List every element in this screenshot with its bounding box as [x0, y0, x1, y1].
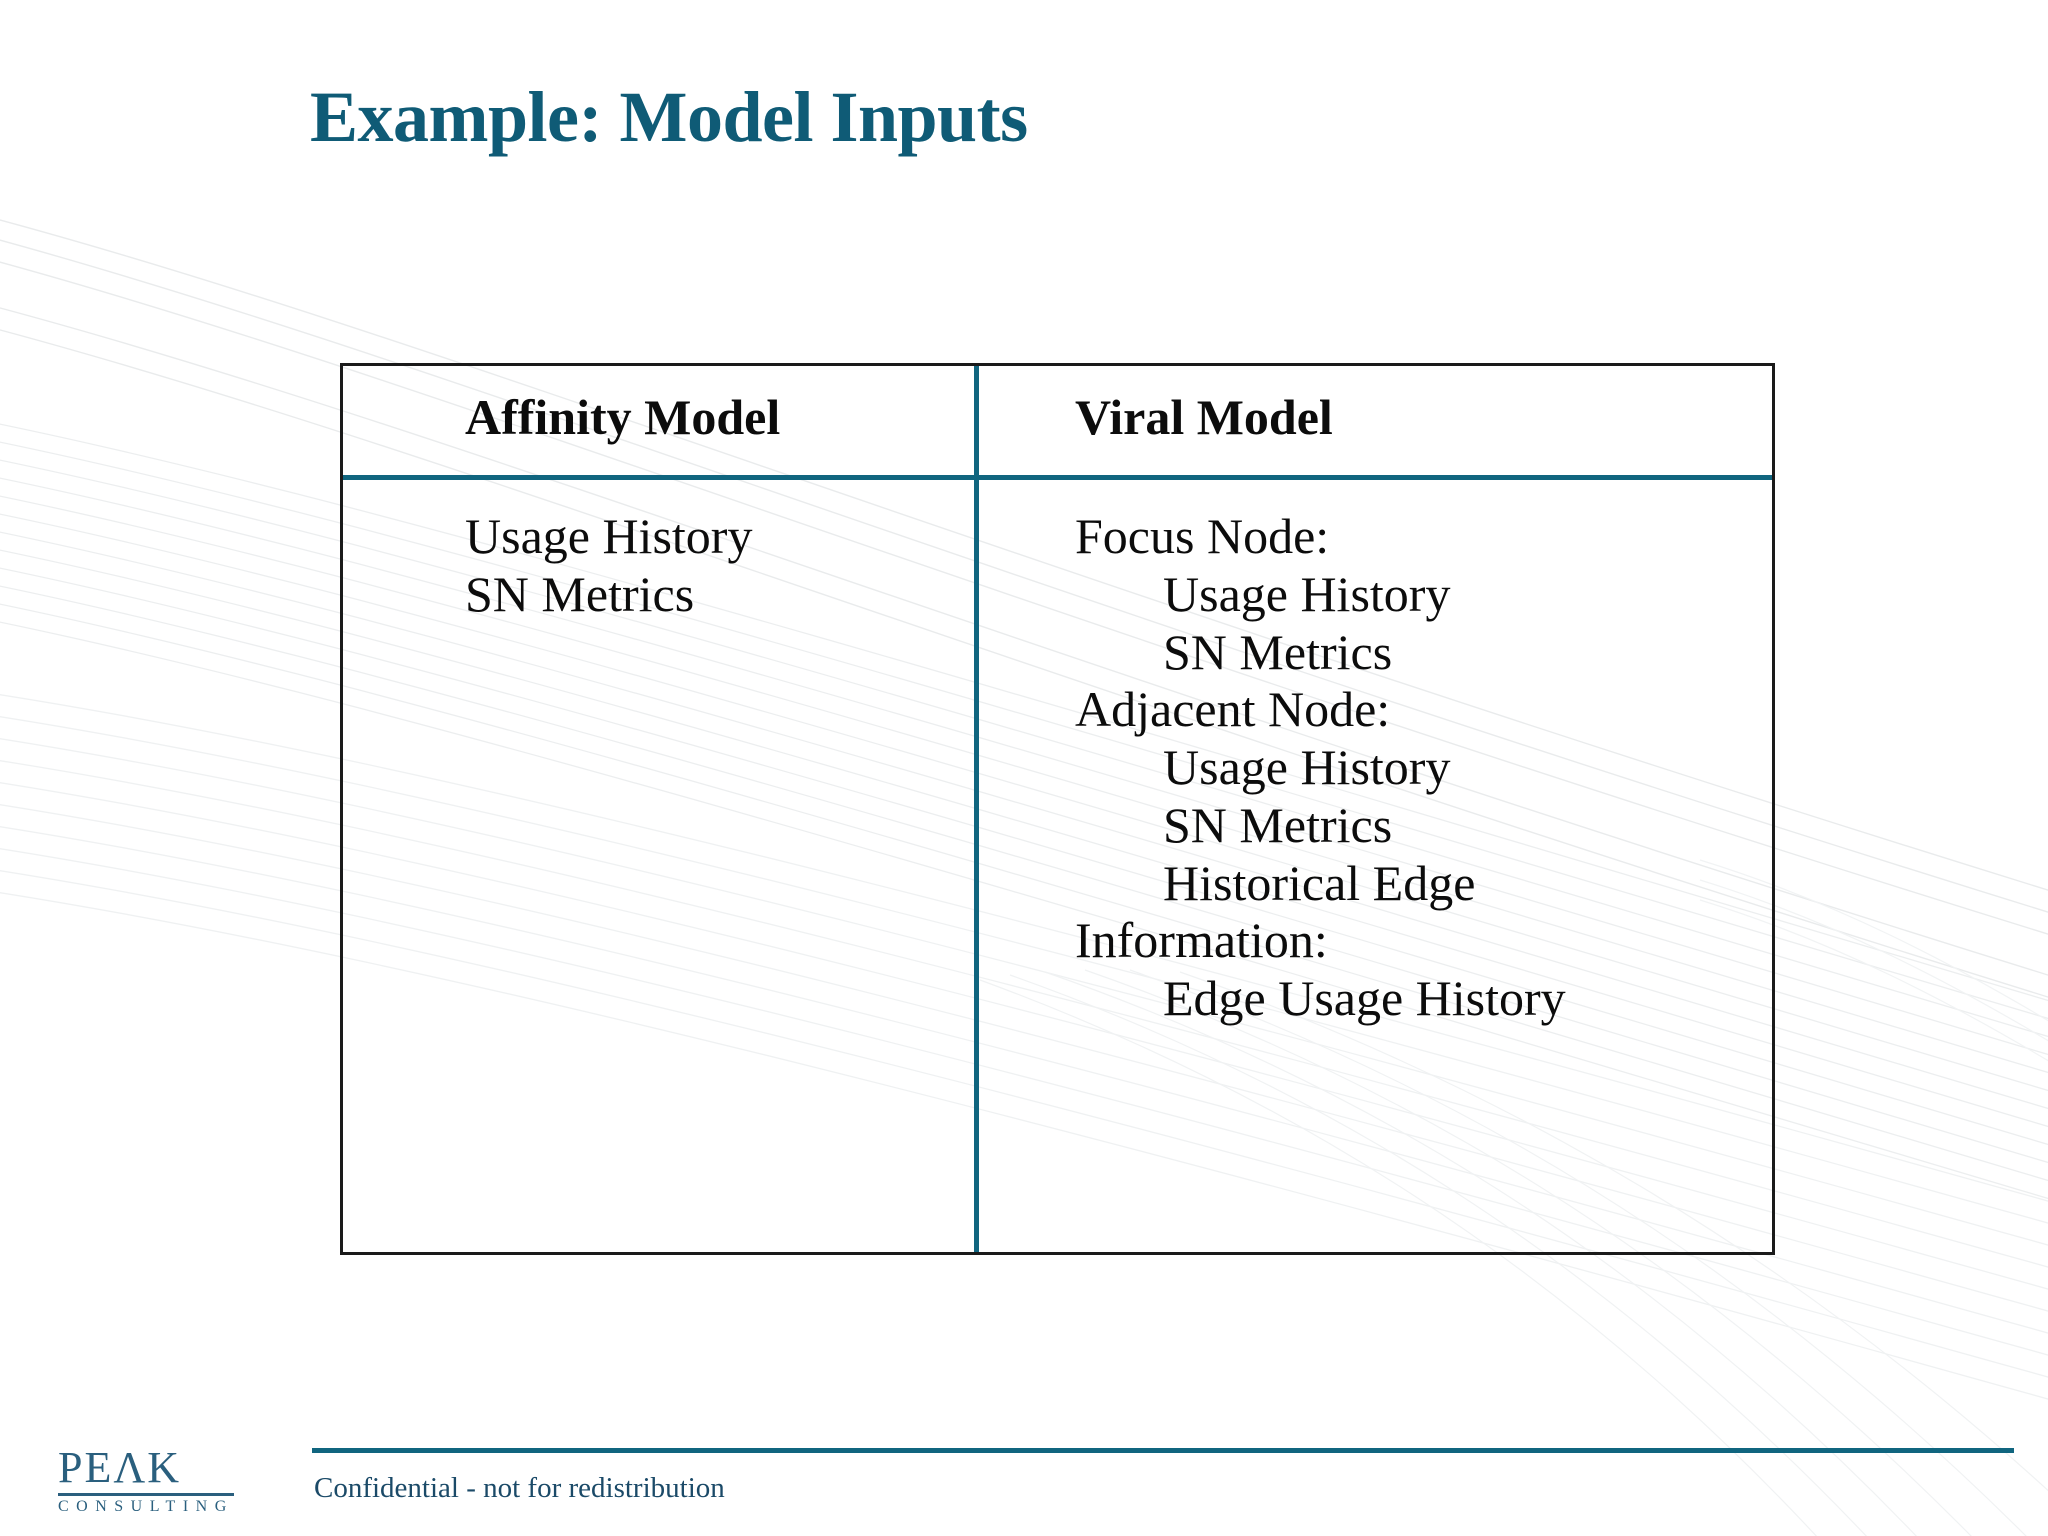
table-body-row: Usage History SN Metrics Focus Node: Usa…: [343, 480, 1772, 1252]
list-item: Adjacent Node:: [1075, 681, 1391, 738]
table-header-cell-viral: Viral Model: [979, 366, 1772, 475]
table-header-row: Affinity Model Viral Model: [343, 366, 1772, 480]
list-item: Edge Usage History: [1163, 970, 1566, 1026]
column-header-label-affinity: Affinity Model: [465, 389, 781, 445]
list-item: Usage History: [1163, 565, 1451, 622]
logo-underline-rule: [58, 1493, 234, 1496]
logo-subtitle: CONSULTING: [58, 1498, 234, 1515]
footer-divider-rule: [312, 1448, 2014, 1453]
list-item: SN Metrics: [465, 565, 695, 622]
list-item: SN Metrics: [1163, 796, 1393, 853]
logo-wordmark: PEΛK: [58, 1443, 182, 1492]
table-body-cell-viral: Focus Node: Usage History SN Metrics Adj…: [979, 480, 1772, 1252]
model-inputs-table: Affinity Model Viral Model Usage History…: [340, 363, 1775, 1255]
page-title: Example: Model Inputs: [310, 77, 1028, 157]
list-item: Usage History: [465, 508, 753, 564]
viral-model-input-list: Focus Node: Usage History SN Metrics Adj…: [979, 480, 1772, 1028]
list-item: SN Metrics: [1163, 623, 1393, 680]
list-item: Usage History: [1163, 739, 1451, 795]
table-body-cell-affinity: Usage History SN Metrics: [343, 480, 979, 1252]
list-item: Historical Edge: [1163, 854, 1476, 911]
affinity-model-input-list: Usage History SN Metrics: [343, 480, 974, 624]
list-item: Focus Node:: [1075, 508, 1330, 564]
column-header-label-viral: Viral Model: [1075, 389, 1333, 445]
table-header-cell-affinity: Affinity Model: [343, 366, 979, 475]
peak-consulting-logo: PEΛK CONSULTING: [58, 1446, 238, 1515]
list-item: Information:: [1075, 912, 1328, 969]
confidentiality-note: Confidential - not for redistribution: [314, 1472, 725, 1504]
